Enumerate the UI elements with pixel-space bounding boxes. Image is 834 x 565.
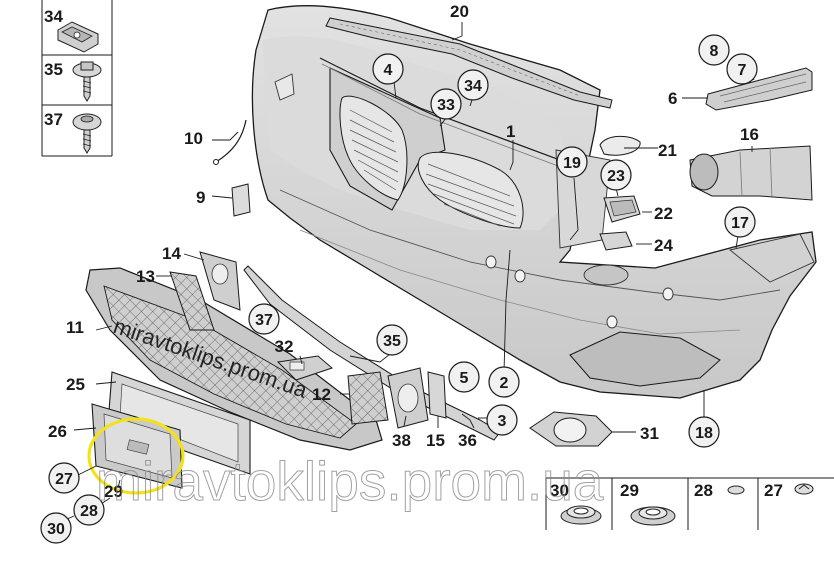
tow-hook-cap-21 [599, 135, 641, 156]
callout-19: 19 [563, 155, 581, 172]
bracket-32 [276, 355, 333, 381]
callout-30b: 30 [550, 481, 569, 500]
callout-15: 15 [426, 431, 445, 450]
callout-34b: 34 [464, 78, 482, 95]
fog-frame-38 [387, 367, 429, 429]
callout-13: 13 [136, 267, 155, 286]
mesh-insert-13 [169, 271, 215, 331]
callout-labels: 34 35 37 20 1 10 6 21 16 22 24 9 14 13 1… [44, 2, 783, 501]
callout-29b: 29 [620, 481, 639, 500]
callout-20: 20 [450, 2, 469, 21]
watermark-bottom: miravtoklips.prom.ua [96, 450, 604, 512]
clip-nut-34-icon [57, 21, 99, 53]
callout-23: 23 [607, 168, 625, 185]
clip-27-icon [794, 483, 814, 495]
callout-12: 12 [312, 385, 331, 404]
callout-22: 22 [654, 204, 673, 223]
lower-strip-35 [243, 265, 501, 441]
circled-callouts: 4 34 33 8 7 19 23 17 37 35 32 5 2 3 18 2… [40, 34, 758, 544]
callout-3: 3 [498, 413, 507, 430]
hardware-table [41, 0, 113, 157]
callout-11: 11 [66, 318, 84, 337]
grommet-30-icon [560, 505, 602, 525]
callout-33: 33 [437, 97, 455, 114]
fog-cover-31 [529, 411, 613, 447]
callout-6: 6 [668, 89, 677, 108]
callout-25: 25 [66, 375, 85, 394]
callout-2: 2 [500, 375, 509, 392]
callout-27b: 27 [764, 481, 783, 500]
callout-14: 14 [162, 244, 181, 263]
callout-37b: 37 [255, 312, 273, 329]
callout-35b: 35 [383, 333, 401, 350]
bracket-24 [599, 231, 633, 251]
callout-30a: 30 [47, 521, 65, 538]
cover-9 [231, 183, 251, 217]
callout-7: 7 [738, 62, 747, 79]
screw-37-icon [72, 113, 102, 154]
callout-28b: 28 [694, 481, 713, 500]
callout-38: 38 [392, 431, 411, 450]
callout-35: 35 [44, 60, 63, 79]
callout-24: 24 [654, 236, 673, 255]
callout-27: 27 [55, 471, 73, 488]
part-15 [427, 371, 447, 419]
callout-29a: 29 [104, 482, 123, 501]
air-duct-16 [689, 145, 813, 201]
highlight-circle [87, 417, 185, 495]
bumper-cover [251, 4, 817, 399]
callout-8: 8 [710, 43, 719, 60]
plate-holder-25 [107, 371, 251, 475]
clip-28-icon [727, 485, 745, 495]
grommet-29-icon [630, 506, 676, 526]
callout-34a: 34 [44, 7, 63, 26]
callout-26: 26 [48, 422, 67, 441]
callout-37a: 37 [44, 110, 63, 129]
grommet-table [545, 477, 834, 530]
callout-32: 32 [275, 337, 294, 356]
mesh-insert-12 [347, 371, 389, 425]
callout-5: 5 [460, 370, 469, 387]
screw-35-icon [72, 61, 102, 102]
upper-trim-strip-20 [325, 17, 613, 109]
callout-36: 36 [458, 431, 477, 450]
callout-1: 1 [506, 122, 515, 141]
fog-bracket-14 [199, 251, 241, 311]
callout-28a: 28 [80, 503, 98, 520]
callout-21: 21 [658, 141, 677, 160]
callout-31: 31 [640, 424, 659, 443]
bracket-6-7-8 [705, 67, 813, 111]
wire-10 [213, 119, 247, 165]
callout-18: 18 [695, 425, 713, 442]
callout-10: 10 [184, 129, 203, 148]
callout-9: 9 [196, 188, 205, 207]
callout-17: 17 [731, 215, 749, 232]
bracket-22 [603, 195, 641, 223]
callout-4: 4 [384, 62, 393, 79]
callout-16: 16 [740, 125, 759, 144]
